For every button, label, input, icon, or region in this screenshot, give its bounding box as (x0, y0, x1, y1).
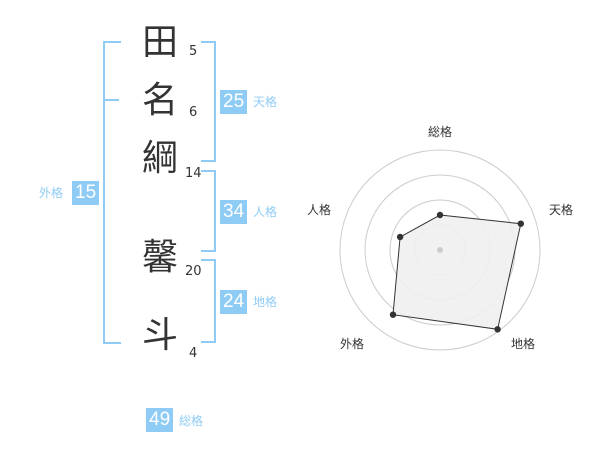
chikaku-bracket (201, 259, 216, 343)
radar-label-gaikaku: 外格 (340, 337, 365, 351)
gaikaku-bracket-tick (105, 99, 119, 101)
radar-label-chikaku: 地格 (511, 337, 536, 351)
jinkaku-value-badge: 34 (220, 200, 248, 224)
radar-chart (339, 149, 541, 351)
name-char-2: 名 (142, 80, 179, 121)
jinkaku-label: 人格 (253, 205, 278, 219)
chikaku-label: 地格 (253, 295, 278, 309)
jinkaku-bracket (201, 170, 216, 252)
radar-label-jinkaku: 人格 (307, 203, 332, 217)
gaikaku-label: 外格 (39, 186, 64, 200)
gaikaku-bracket (103, 41, 121, 344)
stroke-count-1: 5 (189, 44, 198, 59)
radar-grid-ring (339, 149, 541, 351)
radar-area (392, 214, 522, 330)
radar-point-1 (436, 211, 444, 219)
name-char-4: 馨 (142, 237, 179, 278)
name-char-5: 斗 (142, 315, 179, 356)
stroke-count-5: 4 (189, 346, 198, 361)
soukaku-label: 総格 (179, 414, 204, 428)
tenkaku-value-badge: 25 (220, 90, 248, 114)
stroke-count-4: 20 (185, 264, 202, 279)
radar-point-3 (494, 326, 501, 333)
radar-label-soukaku: 総格 (428, 125, 453, 139)
chikaku-value-badge: 24 (220, 290, 248, 314)
stroke-count-2: 6 (189, 105, 198, 120)
soukaku-value-badge: 49 (146, 408, 174, 432)
gaikaku-value-badge: 15 (72, 181, 100, 205)
radar-point-2 (517, 220, 524, 227)
radar-center-point (437, 247, 443, 253)
tenkaku-label: 天格 (253, 95, 278, 109)
radar-label-tenkaku: 天格 (549, 203, 574, 217)
stroke-count-3: 14 (185, 166, 202, 181)
name-char-3: 綱 (142, 138, 179, 179)
tenkaku-bracket (201, 41, 216, 162)
name-char-1: 田 (142, 22, 179, 63)
radar-point-4 (389, 311, 397, 318)
radar-point-5 (396, 233, 404, 241)
